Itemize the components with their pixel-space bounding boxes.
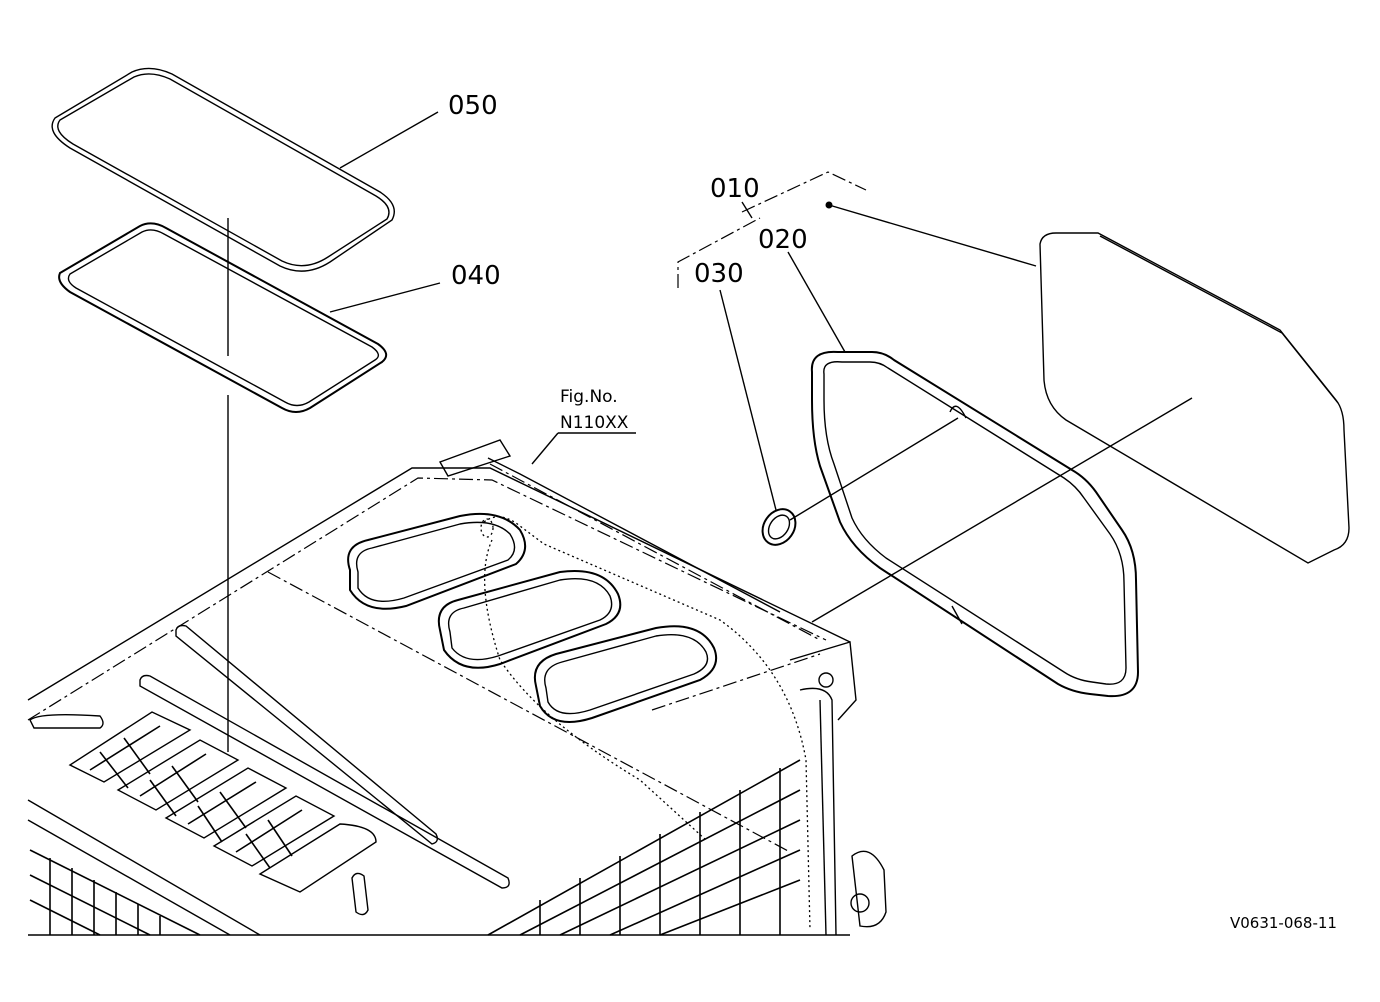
callout-020: 020 bbox=[758, 225, 808, 255]
drawing-number: V0631-068-11 bbox=[1230, 914, 1337, 932]
cab-left-mesh bbox=[29, 849, 201, 936]
callout-030: 030 bbox=[694, 259, 744, 289]
callout-050: 050 bbox=[448, 91, 498, 121]
leader-020 bbox=[787, 251, 846, 353]
part-040-seal-frame bbox=[58, 222, 388, 413]
part-010-side-glass bbox=[1039, 232, 1350, 564]
fig-ref-line1: Fig.No. bbox=[560, 387, 618, 407]
group-010-bracket bbox=[677, 171, 1037, 288]
part-030-o-ring bbox=[761, 508, 797, 546]
cab-roof-body bbox=[27, 439, 887, 936]
fig-ref-line2: N110XX bbox=[560, 413, 629, 433]
callout-010: 010 bbox=[710, 174, 760, 204]
part-020-side-seal bbox=[810, 350, 1140, 698]
assembly-line-ring bbox=[789, 417, 959, 521]
assembly-line-glass bbox=[811, 397, 1193, 623]
leader-050 bbox=[339, 111, 439, 169]
fig-ref-leader bbox=[531, 432, 559, 465]
callout-040: 040 bbox=[451, 261, 501, 291]
part-050-glass-panel bbox=[51, 67, 395, 272]
leader-040 bbox=[329, 282, 441, 313]
cab-front-grille bbox=[68, 711, 377, 916]
cab-rear-mesh bbox=[487, 759, 801, 936]
leader-030 bbox=[719, 289, 777, 511]
